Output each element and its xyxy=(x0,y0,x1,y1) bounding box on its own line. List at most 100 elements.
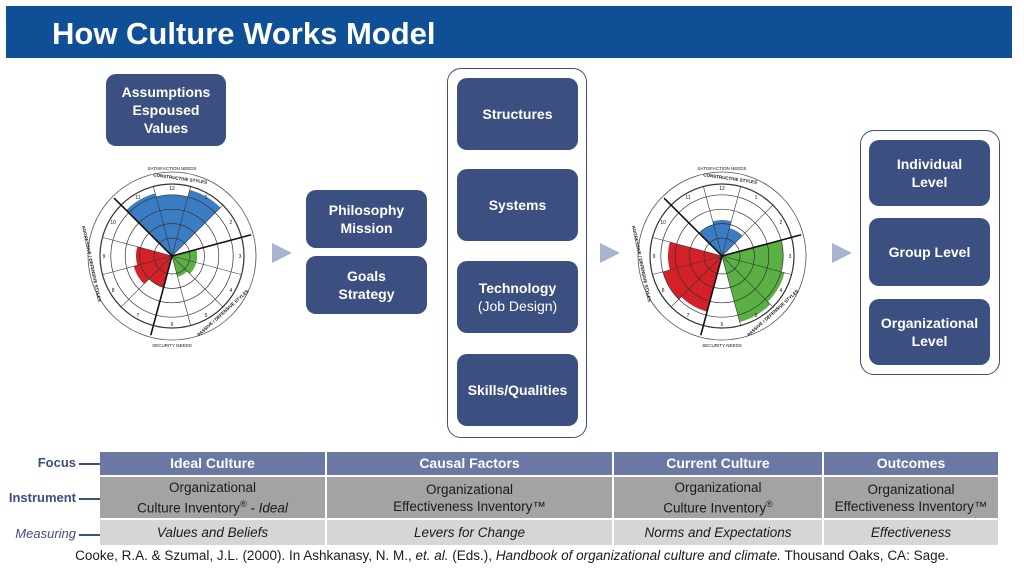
measuring-cell: Values and Beliefs xyxy=(100,520,325,545)
circumplex-spoke xyxy=(721,255,792,275)
circumplex-segment xyxy=(126,193,172,256)
focus-cell: Causal Factors xyxy=(327,452,612,475)
circumplex-ring xyxy=(153,237,191,275)
row-label-measuring: Measuring xyxy=(15,526,76,541)
circumplex-spoke xyxy=(721,186,741,257)
circumplex-ring xyxy=(689,223,755,289)
assumptions-box: Assumptions Espoused Values xyxy=(106,74,226,146)
circumplex-spoke xyxy=(102,255,173,275)
instrument-line: Culture Inventory® xyxy=(663,496,772,517)
box-line: Level xyxy=(911,174,948,190)
circumplex-number: 10 xyxy=(110,220,116,226)
box-line: Assumptions xyxy=(121,84,211,100)
citation: Cooke, R.A. & Szumal, J.L. (2000). In As… xyxy=(0,548,1024,563)
citation-text: Cooke, R.A. & Szumal, J.L. (2000). In As… xyxy=(75,548,416,563)
measuring-cell: Effectiveness xyxy=(824,520,998,545)
focus-cell: Outcomes xyxy=(824,452,998,475)
circumplex-ring xyxy=(124,208,220,304)
box-line: Level xyxy=(911,333,948,349)
circumplex-spoke xyxy=(721,255,774,308)
instrument-line: Organizational xyxy=(168,479,257,495)
circumplex-number: 1 xyxy=(205,195,208,201)
circumplex-number: 6 xyxy=(171,322,174,328)
measuring-row: Values and Beliefs Levers for Change Nor… xyxy=(100,520,998,545)
measuring-cell: Levers for Change xyxy=(327,520,612,545)
circumplex-number: 4 xyxy=(779,288,782,294)
circumplex-number: 7 xyxy=(137,313,140,319)
circumplex-spoke xyxy=(171,255,191,326)
circumplex-number: 5 xyxy=(755,313,758,319)
registered-mark: ® xyxy=(239,498,247,509)
instrument-cell: Organizational Culture Inventory® - Idea… xyxy=(100,477,325,518)
arrow-icon xyxy=(832,243,852,263)
circumplex-segment xyxy=(172,249,198,263)
instrument-cell: Organizational Culture Inventory® xyxy=(614,477,822,518)
box-line: Values xyxy=(143,120,189,136)
organizational-level-box: Organizational Level xyxy=(869,299,990,365)
box-line: Philosophy xyxy=(328,202,405,218)
skills-box: Skills/Qualities xyxy=(457,354,578,426)
circumplex-number: 10 xyxy=(660,220,666,226)
circumplex-segment xyxy=(699,224,722,256)
circumplex-segment xyxy=(722,256,785,302)
row-leader-line xyxy=(79,463,105,465)
instrument-cell: Organizational Effectiveness Inventory™ xyxy=(327,477,612,518)
circumplex-number: 11 xyxy=(135,195,140,201)
circumplex-outline xyxy=(87,171,257,341)
circumplex-ring xyxy=(674,208,770,304)
circumplex-number: 7 xyxy=(687,313,690,319)
circumplex-segment xyxy=(668,242,722,270)
circumplex-outline xyxy=(637,171,807,341)
focus-cell: Ideal Culture xyxy=(100,452,325,475)
circumplex-divider xyxy=(700,255,723,336)
circumplex-segment xyxy=(722,228,743,256)
circumplex-spoke xyxy=(721,204,774,257)
instrument-name: Effectiveness Inventory xyxy=(393,498,533,514)
circumplex-ring xyxy=(703,237,741,275)
circumplex-number: 3 xyxy=(239,254,242,260)
circumplex-divider xyxy=(721,234,802,257)
circumplex-divider xyxy=(113,197,173,257)
circumplex-spoke xyxy=(171,186,191,257)
circumplex-divider xyxy=(150,255,173,336)
circumplex-number: 2 xyxy=(229,220,232,226)
circumplex-segment xyxy=(172,256,188,277)
box-label: Technology xyxy=(478,280,557,296)
instrument-cell: Organizational Effectiveness Inventory™ xyxy=(824,477,998,518)
circumplex-spoke xyxy=(171,255,224,308)
systems-box: Systems xyxy=(457,169,578,241)
circumplex-segment xyxy=(172,256,197,274)
circumplex-label: CONSTRUCTIVE STYLES xyxy=(703,172,757,185)
measuring-cell: Norms and Expectations xyxy=(614,520,822,545)
structures-box: Structures xyxy=(457,78,578,150)
box-line: Group Level xyxy=(888,244,971,260)
instrument-row: Organizational Culture Inventory® - Idea… xyxy=(100,477,998,518)
circumplex-number: 12 xyxy=(719,186,725,192)
instrument-line: Organizational xyxy=(425,481,514,497)
registered-mark: ® xyxy=(766,498,773,509)
instrument-line: Culture Inventory® - Ideal xyxy=(137,496,288,517)
arrow-icon xyxy=(600,243,620,263)
row-leader-line xyxy=(79,498,105,500)
box-line: Mission xyxy=(340,220,393,236)
goals-strategy-box: Goals Strategy xyxy=(306,256,427,314)
citation-text: (Eds.), xyxy=(448,548,496,563)
circumplex-segment xyxy=(149,256,172,288)
box-label: Skills/Qualities xyxy=(467,382,568,398)
citation-text: Thousand Oaks, CA: Sage. xyxy=(781,548,949,563)
circumplex-number: 9 xyxy=(103,254,106,260)
circumplex-number: 9 xyxy=(653,254,656,260)
circumplex-ring xyxy=(139,223,205,289)
philosophy-mission-box: Philosophy Mission xyxy=(306,190,427,248)
trademark: ™ xyxy=(532,498,546,514)
circumplex-divider xyxy=(171,234,252,257)
instrument-name: Culture Inventory xyxy=(137,500,240,516)
arrow-icon xyxy=(272,243,292,263)
instrument-line: Organizational xyxy=(867,481,955,497)
circumplex-label: SECURITY NEEDS xyxy=(152,343,191,348)
circumplex-number: 8 xyxy=(662,288,665,294)
circumplex-segment xyxy=(681,256,722,312)
group-level-box: Group Level xyxy=(869,218,990,286)
